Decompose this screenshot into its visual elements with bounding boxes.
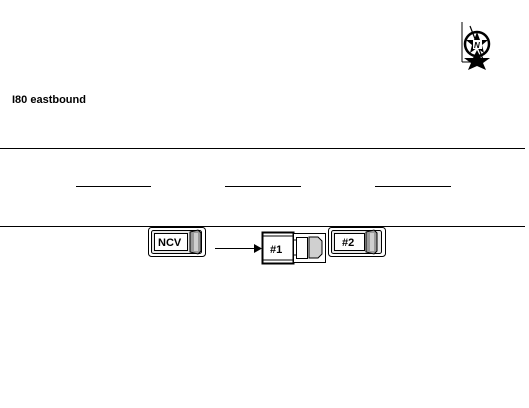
vehicle-1: #1 xyxy=(261,231,326,265)
vehicle-2-label: #2 xyxy=(342,237,354,249)
north-compass-icon: N xyxy=(461,22,491,70)
motion-arrow xyxy=(215,244,262,253)
compass-north-label: N xyxy=(474,41,480,50)
vehicle-ncv-label: NCV xyxy=(158,237,182,249)
vehicle-2: #2 xyxy=(328,227,386,257)
road-label: I80 eastbound xyxy=(12,94,86,106)
vehicle-1-label: #1 xyxy=(270,244,282,256)
vehicle-ncv: NCV xyxy=(148,227,206,257)
